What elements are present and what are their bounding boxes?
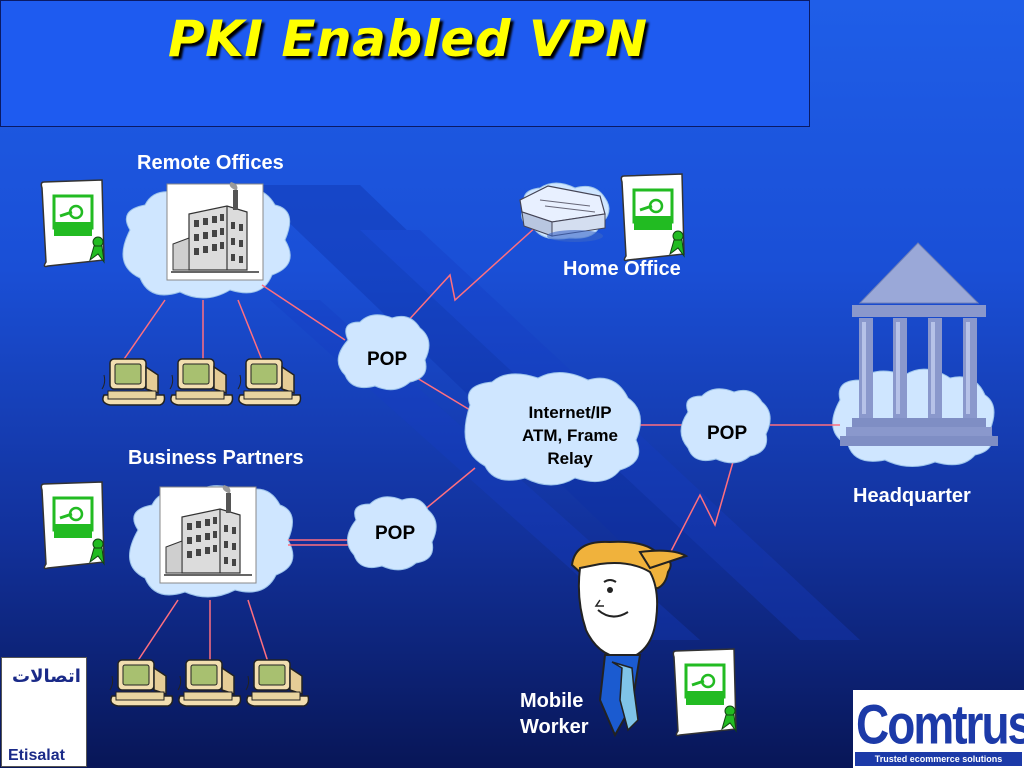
computer-icon bbox=[245, 659, 310, 707]
headquarter-label: Headquarter bbox=[853, 485, 971, 507]
home-office-label: Home Office bbox=[563, 258, 681, 280]
comtrust-tagline: Trusted ecommerce solutions bbox=[855, 752, 1022, 766]
pop-top-label: POP bbox=[367, 349, 408, 370]
internet-label-line1: Internet/IP bbox=[528, 403, 612, 422]
comtrust-name: Comtrust bbox=[856, 693, 1024, 756]
internet-cloud-label: Internet/IP ATM, Frame Relay bbox=[500, 401, 640, 470]
certificate-icon bbox=[39, 178, 106, 268]
certificate-icon bbox=[671, 647, 738, 737]
remote-offices-label: Remote Offices bbox=[137, 152, 284, 174]
pop-cloud-bottom bbox=[347, 496, 437, 571]
etisalat-name: Etisalat bbox=[8, 747, 65, 764]
headquarter-building-icon bbox=[840, 242, 998, 446]
mobile-worker-label-line2: Worker bbox=[520, 716, 589, 738]
certificate-icon bbox=[39, 480, 106, 570]
mobile-worker-icon bbox=[570, 540, 689, 738]
certificate-icon bbox=[619, 172, 686, 262]
pop-right-label: POP bbox=[707, 423, 748, 444]
remote-office-building-icon bbox=[166, 181, 264, 281]
internet-label-line3: Relay bbox=[547, 449, 593, 468]
computer-icon bbox=[177, 659, 242, 707]
home-office-icon bbox=[519, 185, 606, 242]
pop-bottom-label: POP bbox=[375, 523, 416, 544]
internet-cloud bbox=[464, 372, 641, 486]
pop-cloud-right bbox=[680, 388, 771, 464]
computer-icon bbox=[169, 358, 234, 406]
business-partners-label: Business Partners bbox=[128, 447, 304, 469]
computer-icon bbox=[109, 659, 174, 707]
etisalat-logo: اتصالات Etisalat bbox=[1, 657, 87, 767]
title-box bbox=[0, 0, 810, 127]
network-links bbox=[119, 197, 840, 666]
pop-cloud-top bbox=[337, 314, 430, 391]
etisalat-arabic-name: اتصالات bbox=[12, 666, 81, 687]
computer-icon bbox=[237, 358, 302, 406]
mobile-worker-label-line1: Mobile bbox=[520, 690, 584, 712]
comtrust-logo: Comtrust Trusted ecommerce solutions bbox=[853, 690, 1024, 768]
business-partner-building-icon bbox=[159, 484, 257, 584]
computer-icon bbox=[101, 358, 166, 406]
slide-title: PKI Enabled VPN bbox=[168, 10, 648, 68]
internet-label-line2: ATM, Frame bbox=[521, 426, 619, 445]
